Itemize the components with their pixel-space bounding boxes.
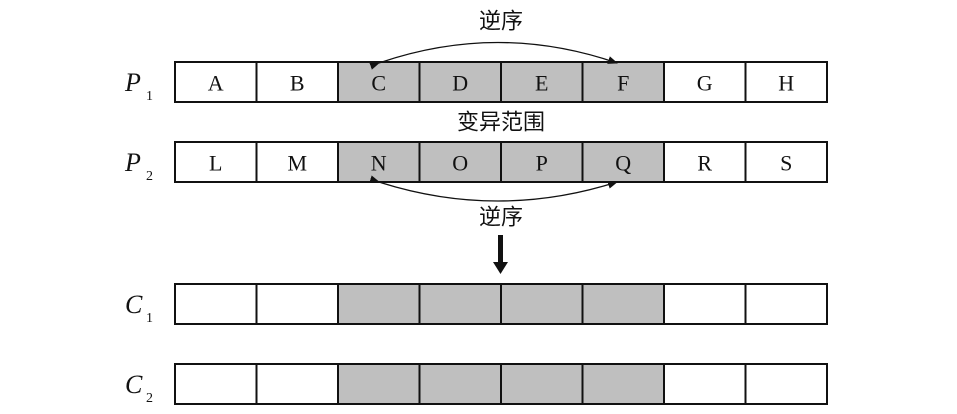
gene-cell (418, 363, 502, 405)
gene-cell (663, 283, 747, 325)
gene-cell (174, 61, 258, 103)
gene-label: F (617, 71, 629, 96)
gene-label: H (778, 71, 794, 96)
row-label-subscript: 1 (146, 311, 153, 326)
gene-label: D (452, 71, 468, 96)
gene-cell (663, 61, 747, 103)
gene-cell (174, 363, 258, 405)
gene-label: M (287, 151, 307, 176)
gene-cell (255, 363, 339, 405)
row-label-subscript: 2 (146, 169, 153, 184)
gene-label: B (290, 71, 305, 96)
gene-cell (744, 141, 828, 183)
row-label: C (125, 370, 143, 399)
gene-label: Q (615, 151, 631, 176)
gene-cell (744, 61, 828, 103)
row-label-subscript: 1 (146, 89, 153, 104)
gene-label: C (371, 71, 386, 96)
gene-cell (744, 283, 828, 325)
gene-cell (337, 283, 421, 325)
gene-label: S (780, 151, 792, 176)
gene-cell (418, 283, 502, 325)
mutation-range-label: 变异范围 (457, 111, 545, 136)
gene-label: L (209, 151, 222, 176)
gene-label: G (697, 71, 713, 96)
bottom-reverse-label: 逆序 (479, 206, 523, 231)
gene-cell (418, 141, 502, 183)
row-label-subscript: 2 (146, 391, 153, 406)
top-reverse-arrow (369, 41, 618, 70)
gene-cell (255, 283, 339, 325)
gene-label: O (452, 151, 468, 176)
gene-cell (255, 141, 339, 183)
gene-cell (581, 283, 665, 325)
gene-label: N (371, 151, 387, 176)
row-label: P (124, 68, 141, 97)
bottom-reverse-arrow (369, 175, 618, 202)
row-label: C (125, 290, 143, 319)
gene-cell (744, 363, 828, 405)
gene-cell (174, 283, 258, 325)
gene-label: E (535, 71, 548, 96)
gene-cell (663, 363, 747, 405)
top-reverse-label: 逆序 (479, 10, 523, 35)
gene-label: A (208, 71, 224, 96)
gene-cell (255, 61, 339, 103)
gene-cell (581, 363, 665, 405)
gene-cell (581, 141, 665, 183)
gene-label: P (536, 151, 548, 176)
down-arrow-icon (493, 235, 508, 274)
gene-label: R (697, 151, 712, 176)
gene-cell (174, 141, 258, 183)
gene-cell (500, 283, 584, 325)
gene-cell (337, 363, 421, 405)
gene-cell (500, 363, 584, 405)
row-label: P (124, 148, 141, 177)
